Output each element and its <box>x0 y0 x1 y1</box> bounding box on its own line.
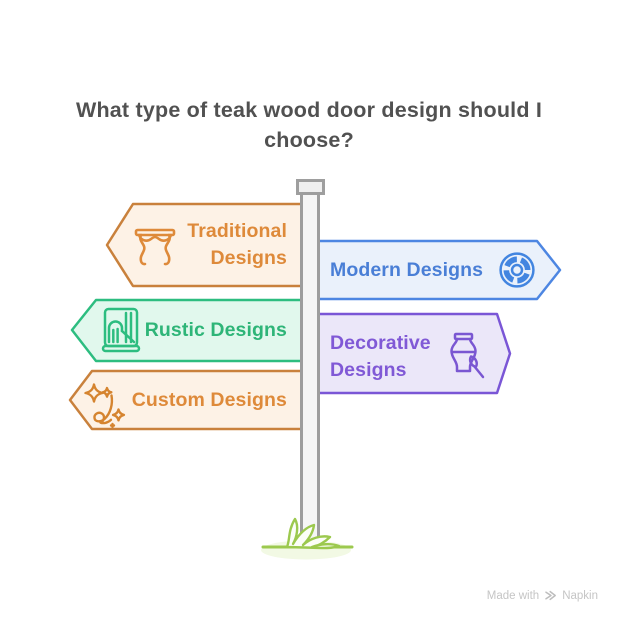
watermark-text: Made with <box>486 589 540 602</box>
sign-label-modern: Modern Designs <box>330 259 484 281</box>
sign-label-decorative: Decorative Designs <box>330 332 431 381</box>
grass-tuft <box>285 517 341 550</box>
page-title-line2: choose? <box>264 127 354 152</box>
sign-label-traditional: Traditional Designs <box>187 220 287 269</box>
signpost-pole <box>300 191 320 549</box>
sign-label-custom: Custom Designs <box>131 389 287 411</box>
page-title: What type of teak wood door design shoul… <box>0 96 618 155</box>
watermark-brand: Napkin <box>562 589 598 602</box>
rustic-door-icon <box>101 307 141 353</box>
page-title-line1: What type of teak wood door design shoul… <box>75 98 543 122</box>
antique-table-icon <box>134 228 176 266</box>
signpost-pole-cap <box>296 179 325 195</box>
geometric-rosette-icon <box>499 252 535 288</box>
watermark: Made with Napkin <box>487 589 598 602</box>
magic-wand-sparkles-icon <box>84 383 126 429</box>
napkin-logo-icon <box>545 590 557 601</box>
vase-paintbrush-icon <box>450 332 485 379</box>
sign-label-rustic: Rustic Designs <box>144 319 287 341</box>
